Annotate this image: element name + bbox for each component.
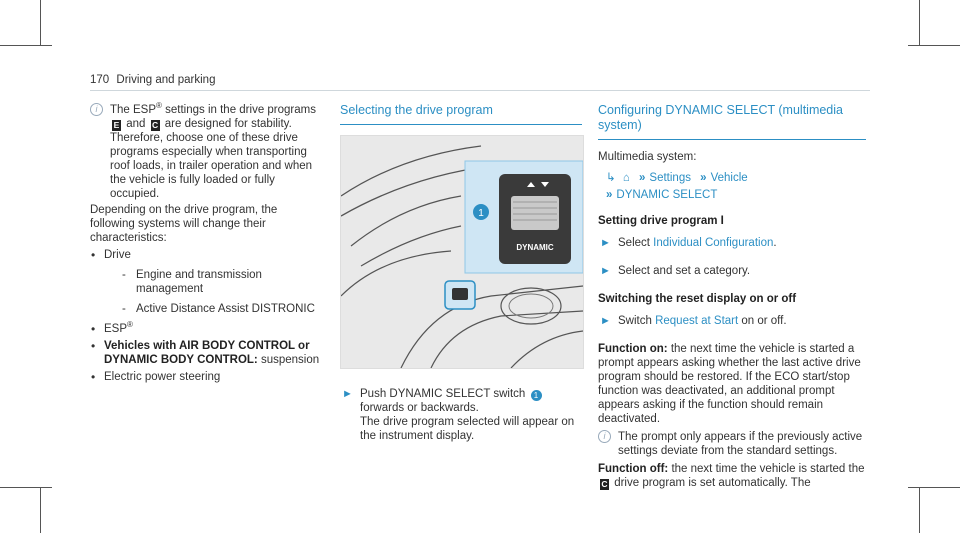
chapter-title: Driving and parking: [116, 74, 216, 86]
drive-program-c-icon: C: [600, 479, 609, 490]
systems-list: •Drive -Engine and transmission manageme…: [90, 248, 325, 384]
section-divider: [340, 124, 582, 125]
center-console-illustration: 1 DYNAMIC: [341, 136, 583, 368]
subheading-setting-program: Setting drive program I: [598, 215, 724, 227]
return-arrow-icon: ↳: [606, 172, 616, 184]
crop-mark: [908, 487, 960, 488]
instruction-note: The drive program selected will appear o…: [360, 416, 575, 442]
esp-note-text: The ESP® settings in the drive programs …: [110, 101, 316, 200]
arrow-icon: ►: [600, 315, 611, 327]
multimedia-label: Multimedia system:: [598, 151, 697, 163]
crop-mark: [908, 45, 960, 46]
systems-intro: Depending on the drive program, the foll…: [90, 204, 278, 244]
section-title: Configuring DYNAMIC SELECT (multimedia s…: [598, 103, 843, 132]
header-divider: [90, 90, 870, 91]
path-dynamic-select: DYNAMIC SELECT: [616, 189, 718, 201]
chevron-right-icon: »: [639, 172, 646, 184]
crop-mark: [0, 45, 52, 46]
esp-note: i The ESP® settings in the drive program…: [90, 101, 325, 201]
chevron-right-icon: »: [700, 172, 707, 184]
figure-callout: 1: [478, 208, 484, 219]
function-on-text: Function on: the next time the vehicle i…: [598, 343, 861, 425]
crop-mark: [0, 487, 52, 488]
dynamic-select-figure: 1 DYNAMIC: [340, 135, 584, 369]
callout-1: 1: [530, 390, 542, 401]
column-right: Configuring DYNAMIC SELECT (multimedia s…: [598, 103, 866, 490]
individual-configuration-link: Individual Configuration: [653, 237, 774, 249]
instruction-step: ► Push DYNAMIC SELECT switch 1 forwards …: [340, 387, 582, 443]
arrow-icon: ►: [600, 265, 611, 277]
chevron-right-icon: »: [606, 189, 613, 201]
home-icon: ⌂: [622, 172, 630, 184]
drive-program-c-icon: C: [150, 120, 160, 131]
crop-mark: [919, 0, 920, 46]
arrow-icon: ►: [600, 237, 611, 249]
list-item: •Drive -Engine and transmission manageme…: [90, 248, 325, 316]
drive-program-e-icon: E: [112, 120, 121, 131]
list-item: •ESP®: [91, 320, 133, 336]
path-vehicle: Vehicle: [710, 172, 748, 184]
info-icon: i: [598, 430, 611, 443]
page-number: 170: [90, 74, 110, 86]
path-settings: Settings: [649, 172, 691, 184]
subheading-reset-display: Switching the reset display on or off: [598, 293, 797, 305]
function-off-text: Function off: the next time the vehicle …: [598, 463, 865, 490]
page-header: 170 Driving and parking: [90, 73, 215, 87]
list-item: -Active Distance Assist DISTRONIC: [122, 303, 315, 315]
prompt-note: i The prompt only appears if the previou…: [598, 430, 866, 458]
drive-sublist: -Engine and transmission management -Act…: [118, 268, 325, 316]
column-left: i The ESP® settings in the drive program…: [90, 101, 325, 387]
step-select-category: ► Select and set a category.: [600, 265, 751, 277]
section-divider: [598, 139, 866, 140]
section-title: Selecting the drive program: [340, 103, 493, 117]
info-icon: i: [90, 103, 103, 116]
column-middle: Selecting the drive program: [340, 103, 584, 443]
crop-mark: [40, 0, 41, 46]
arrow-icon: ►: [342, 388, 353, 400]
step-select-config: ► Select Individual Configuration.: [600, 237, 777, 249]
list-item: -Engine and transmission management: [122, 269, 262, 295]
list-item: •Electric power steering: [91, 370, 221, 384]
crop-mark: [40, 487, 41, 533]
list-item: •Vehicles with AIR BODY CONTROL or DYNAM…: [91, 339, 320, 366]
switch-label: DYNAMIC: [516, 243, 554, 252]
request-at-start-link: Request at Start: [655, 315, 739, 327]
crop-mark: [919, 487, 920, 533]
menu-path: ↳ ⌂ »Settings »Vehicle »DYNAMIC SELECT: [606, 170, 866, 204]
step-switch-request: ► Switch Request at Start on or off.: [600, 315, 787, 327]
